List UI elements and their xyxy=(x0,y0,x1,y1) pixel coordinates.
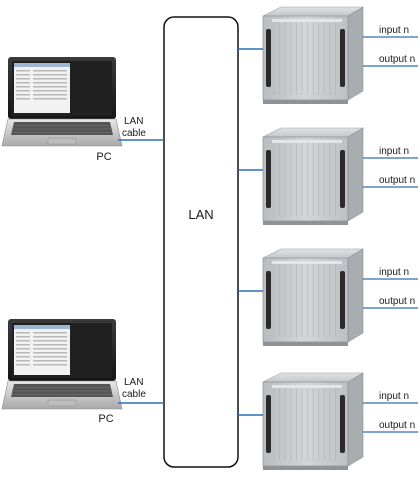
pc-1-label: PC xyxy=(96,151,111,163)
lan-hub-label: LAN xyxy=(188,207,213,222)
rack-unit-2: input n output n xyxy=(238,127,418,225)
rack-1-output-label: output n xyxy=(379,54,415,65)
rack-2-input-label: input n xyxy=(379,146,409,157)
rack-top xyxy=(262,248,365,259)
rack-handle-left xyxy=(266,395,271,453)
rack-side xyxy=(347,248,364,343)
rack-plinth xyxy=(263,342,348,346)
laptop-1 xyxy=(1,57,123,147)
rack-plinth xyxy=(263,221,348,225)
rack-handle-right xyxy=(340,271,345,329)
rack-4-output-label: output n xyxy=(379,420,415,431)
rack-handle-right xyxy=(340,395,345,453)
rack-front xyxy=(262,15,349,101)
rack-2-output-label: output n xyxy=(379,175,415,186)
lan-hub xyxy=(163,16,239,468)
pc-1-cable-label-line2: cable xyxy=(122,128,146,139)
rack-handle-left xyxy=(266,271,271,329)
laptop-touchpad xyxy=(47,137,77,145)
rack-group: input n output n input n output n input n out… xyxy=(238,6,418,470)
rack-1-input-label: input n xyxy=(379,25,409,36)
rack-side xyxy=(347,127,364,222)
rack-top xyxy=(262,6,365,17)
rack-handle-left xyxy=(266,150,271,208)
rack-3-input-label: input n xyxy=(379,267,409,278)
rack-indicator-strip xyxy=(272,140,342,143)
laptop-touchpad xyxy=(47,399,77,407)
laptop-2 xyxy=(1,319,123,410)
laptop-keyboard xyxy=(11,384,113,397)
rack-indicator-strip xyxy=(272,261,342,264)
rack-front xyxy=(262,136,349,222)
rack-top xyxy=(262,127,365,138)
laptop-keyboard xyxy=(11,122,113,135)
rack-plinth xyxy=(263,100,348,104)
rack-indicator-strip xyxy=(272,385,342,388)
rack-4-input-label: input n xyxy=(379,391,409,402)
rack-handle-right xyxy=(340,150,345,208)
rack-side xyxy=(347,6,364,101)
rack-front xyxy=(262,381,349,467)
rack-plinth xyxy=(263,466,348,470)
pc-1-cable-label-line1: LAN xyxy=(124,116,143,127)
rack-unit-1: input n output n xyxy=(238,6,418,104)
rack-handle-left xyxy=(266,29,271,87)
rack-unit-4: input n output n xyxy=(238,372,418,470)
rack-side xyxy=(347,372,364,467)
rack-top xyxy=(262,372,365,383)
pc-2-cable-label-line1: LAN xyxy=(124,377,143,388)
rack-unit-3: input n output n xyxy=(238,248,418,346)
rack-handle-right xyxy=(340,29,345,87)
rack-front xyxy=(262,257,349,343)
rack-indicator-strip xyxy=(272,19,342,22)
pc-2-label: PC xyxy=(98,413,113,425)
pc-2-cable-label-line2: cable xyxy=(122,389,146,400)
rack-3-output-label: output n xyxy=(379,296,415,307)
